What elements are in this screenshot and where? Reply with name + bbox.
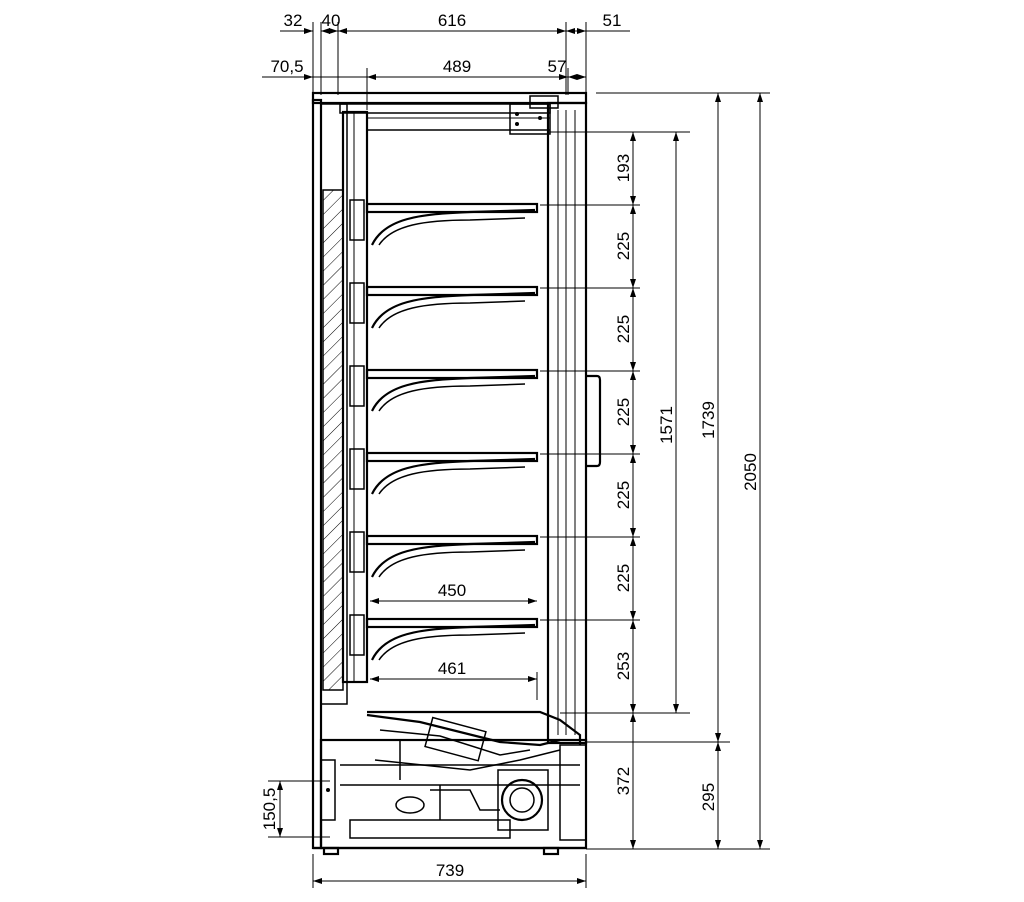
- shelf-5: [349, 531, 539, 578]
- shelf-3: [349, 365, 539, 412]
- shelves: [349, 199, 539, 661]
- dim-base-372: 372: [614, 767, 633, 795]
- compressor: [497, 769, 549, 831]
- front-door-frame: [546, 101, 588, 745]
- dim-top-616: 616: [438, 11, 466, 30]
- dim-150-5: 150,5: [260, 788, 279, 831]
- dim-shelf-225-b: 225: [614, 315, 633, 343]
- shelf-4: [349, 448, 539, 495]
- dim-top-32: 32: [284, 11, 303, 30]
- top-canopy: [311, 91, 588, 105]
- dim-top-40: 40: [322, 11, 341, 30]
- shelf-1: [349, 199, 539, 246]
- cabinet-body: [311, 91, 602, 856]
- dim-shelf-253: 253: [614, 652, 633, 680]
- rear-insulation-hatched: [322, 189, 344, 691]
- shelf-6: [349, 614, 539, 661]
- dim-top-489: 489: [443, 57, 471, 76]
- base-machine-compartment: [319, 738, 588, 850]
- shelf-2: [349, 282, 539, 329]
- dim-2050: 2050: [741, 453, 760, 491]
- dim-shelf-depth-461: 461: [438, 659, 466, 678]
- dim-shelf-225-c: 225: [614, 398, 633, 426]
- dim-1571: 1571: [657, 406, 676, 444]
- dim-top-51: 51: [603, 11, 622, 30]
- dimension-labels: 32 40 616 51 70,5 489 57 193 225 225 225…: [260, 11, 760, 880]
- door-handle: [586, 374, 602, 468]
- dim-shelf-depth-450: 450: [438, 581, 466, 600]
- rear-air-duct: [341, 110, 369, 684]
- evaporator-coil: [366, 713, 561, 780]
- dimension-lines: [262, 22, 770, 888]
- dim-top-57: 57: [548, 57, 567, 76]
- dim-overall-739: 739: [436, 861, 464, 880]
- dim-shelf-225-e: 225: [614, 564, 633, 592]
- rear-outer-wall: [311, 98, 323, 850]
- dim-shelf-225-a: 225: [614, 232, 633, 260]
- dim-1739: 1739: [699, 401, 718, 439]
- dim-shelf-225-d: 225: [614, 481, 633, 509]
- dim-top-70-5: 70,5: [270, 57, 303, 76]
- dim-295: 295: [699, 783, 718, 811]
- dim-shelf-193: 193: [614, 154, 633, 182]
